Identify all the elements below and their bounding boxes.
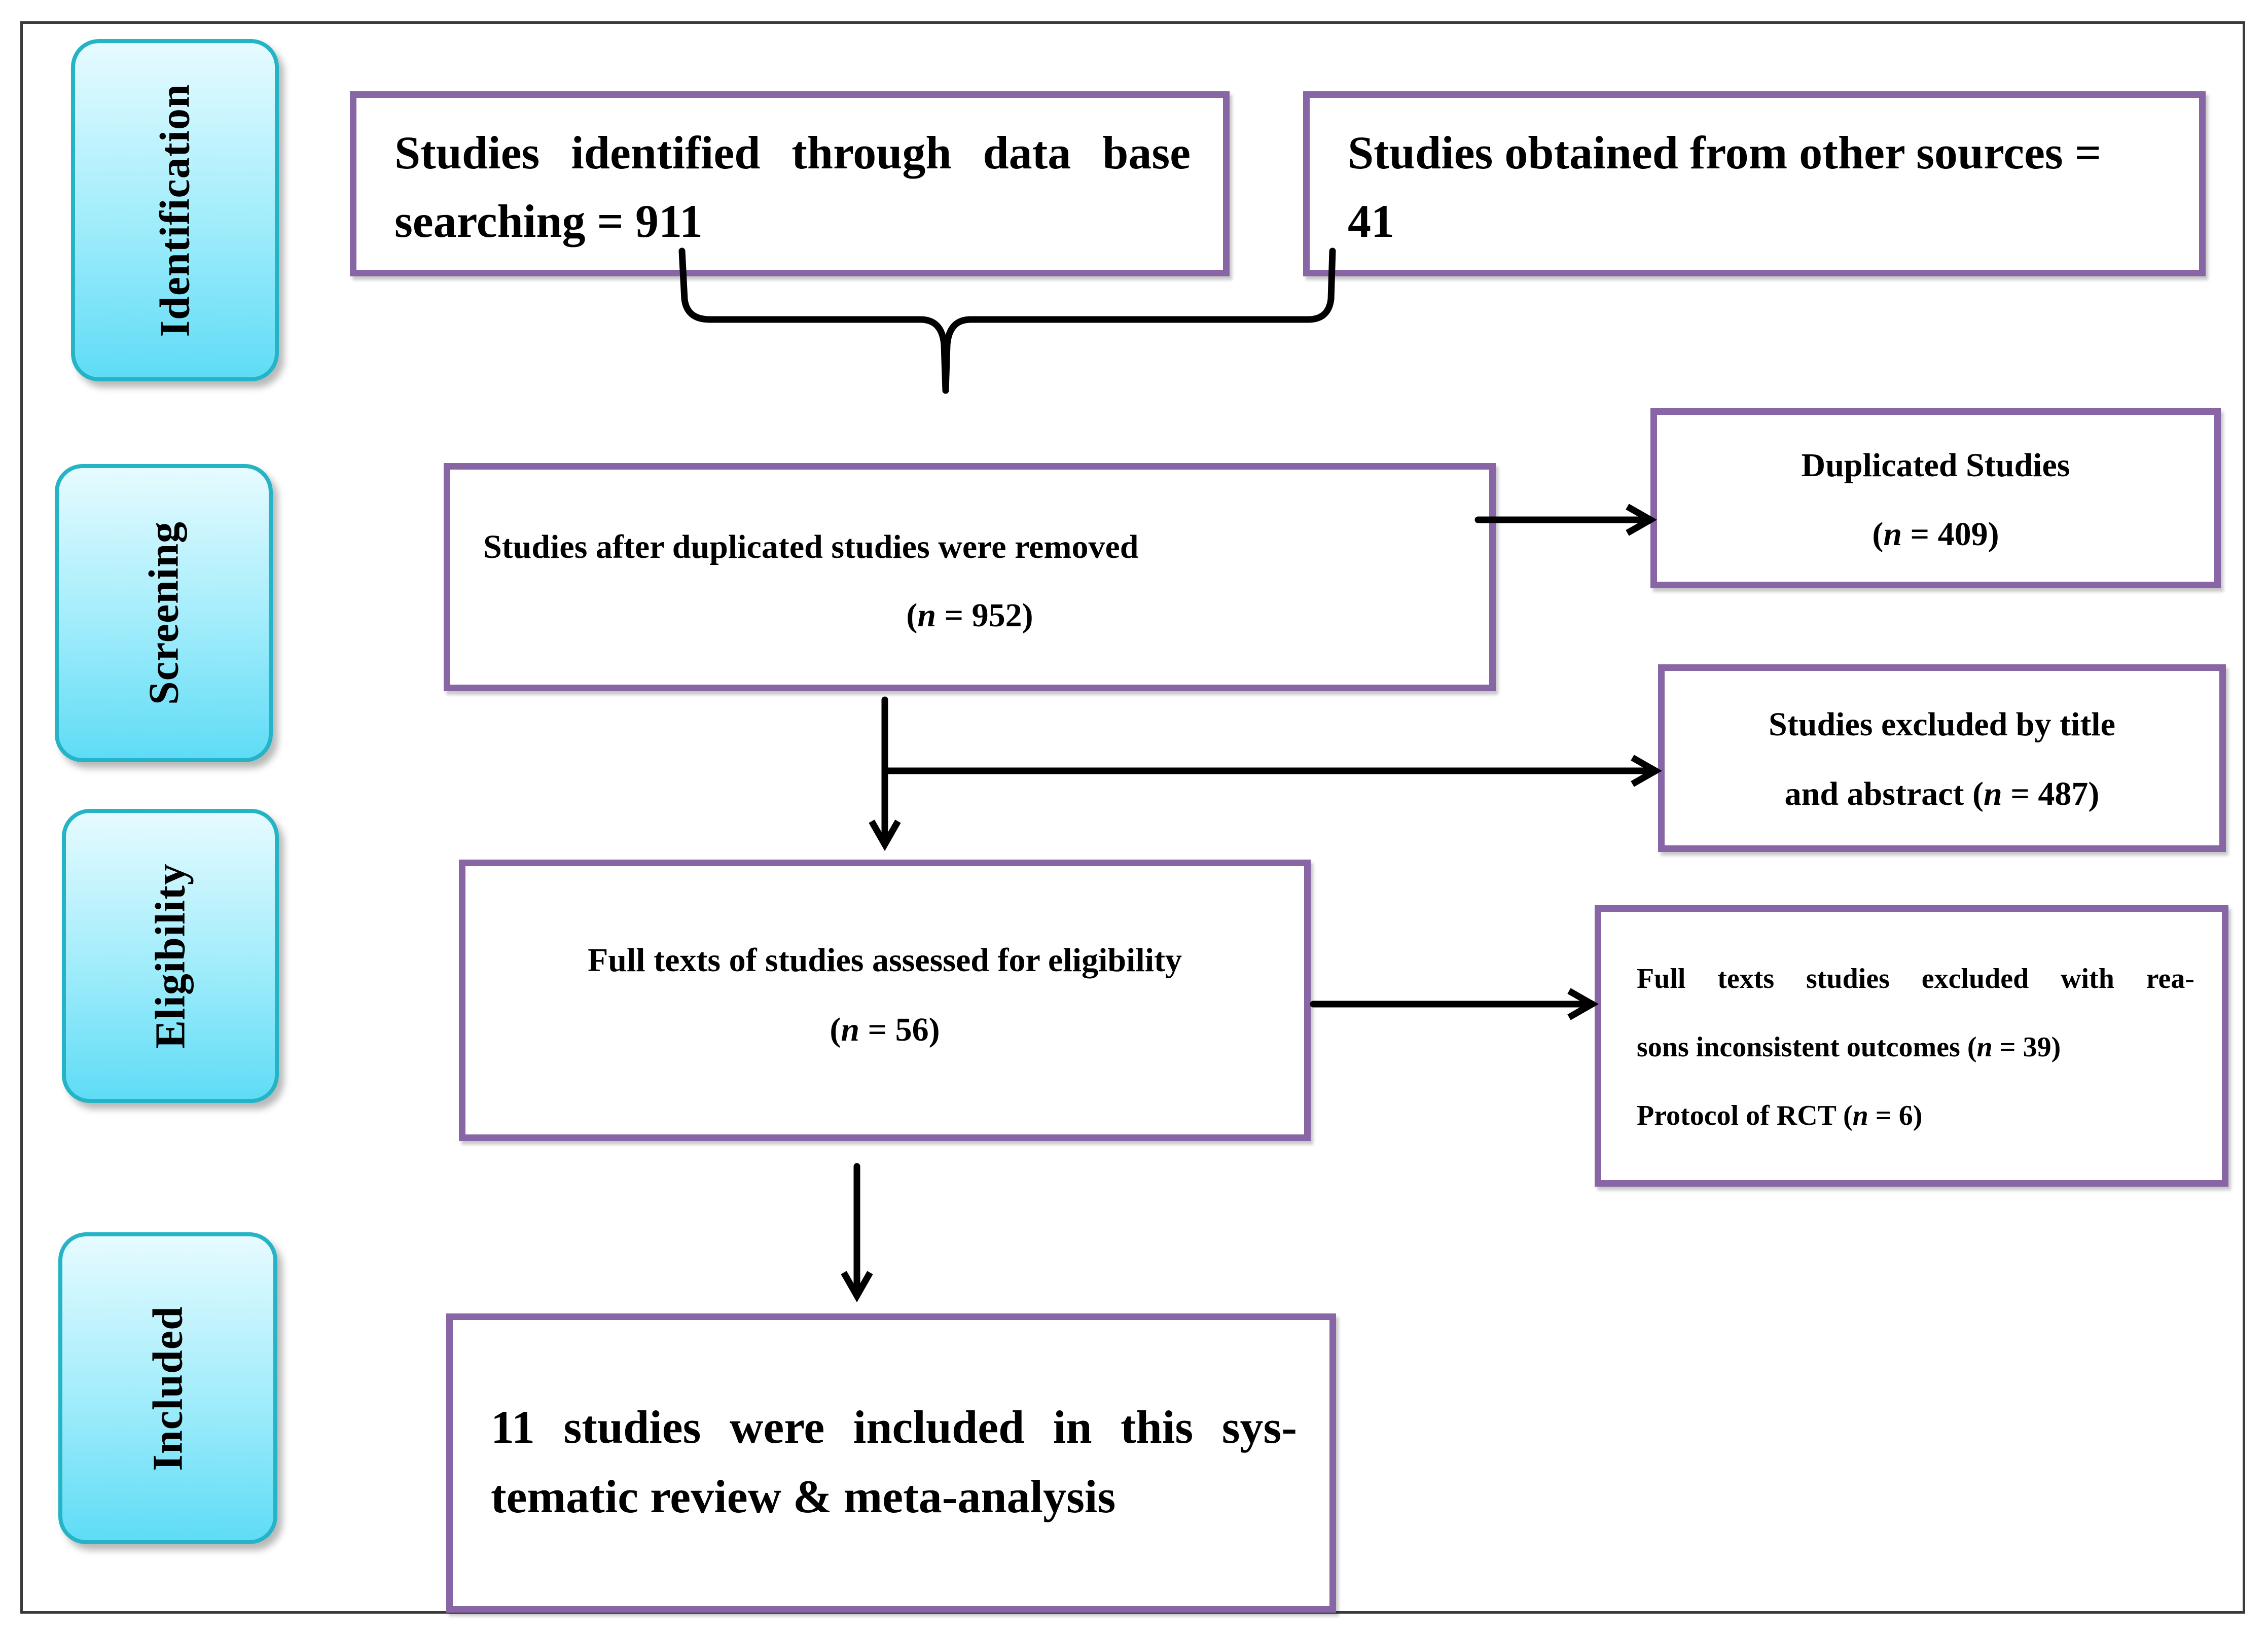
full-texts-text: Full texts of studies assessed for eligi… <box>587 942 1182 979</box>
included-line2: tematic review & meta-analysis <box>491 1471 1116 1522</box>
database-search-box: Studies identified through data base sea… <box>350 91 1230 276</box>
after-duplicates-text: Studies after duplicated studies were re… <box>483 528 1139 565</box>
excluded-title-abstract-box: Studies excluded by title and abstract (… <box>1658 664 2226 852</box>
full-texts-excluded-line2: sons inconsistent outcomes (n = 39) <box>1637 1031 2061 1063</box>
phase-included: Included <box>58 1232 277 1544</box>
merge-brace <box>678 247 1336 394</box>
full-texts-count: (n = 56) <box>830 1011 940 1048</box>
full-texts-excluded-box: Full texts studies excluded with rea- so… <box>1595 905 2228 1187</box>
included-line1: 11 studies were included in this sys- <box>491 1401 1297 1453</box>
full-texts-excluded-line3: Protocol of RCT (n = 6) <box>1637 1100 1923 1131</box>
other-sources-line2: 41 <box>1348 195 1394 247</box>
included-box: 11 studies were included in this sys- te… <box>446 1313 1336 1613</box>
excluded-title-abstract-line2: and abstract (n = 487) <box>1784 775 2100 812</box>
duplicated-studies-title: Duplicated Studies <box>1801 447 2070 484</box>
other-sources-line1: Studies obtained from other sources = <box>1348 127 2102 179</box>
full-texts-excluded-line1: Full texts studies excluded with rea- <box>1637 963 2194 994</box>
excluded-title-abstract-line1: Studies excluded by title <box>1769 706 2115 743</box>
phase-identification: Identification <box>71 39 279 381</box>
full-texts-box: Full texts of studies assessed for eligi… <box>459 860 1311 1141</box>
other-sources-box: Studies obtained from other sources = 41 <box>1303 91 2206 276</box>
phase-screening: Screening <box>55 464 273 762</box>
duplicated-studies-box: Duplicated Studies (n = 409) <box>1650 408 2221 588</box>
after-duplicates-box: Studies after duplicated studies were re… <box>444 463 1496 691</box>
database-search-line2: searching = 911 <box>394 195 703 247</box>
phase-eligibility: Eligibility <box>62 809 279 1103</box>
database-search-line1: Studies identified through data base <box>394 127 1191 179</box>
duplicated-studies-count: (n = 409) <box>1872 516 1999 553</box>
after-duplicates-count: (n = 952) <box>906 597 1033 634</box>
